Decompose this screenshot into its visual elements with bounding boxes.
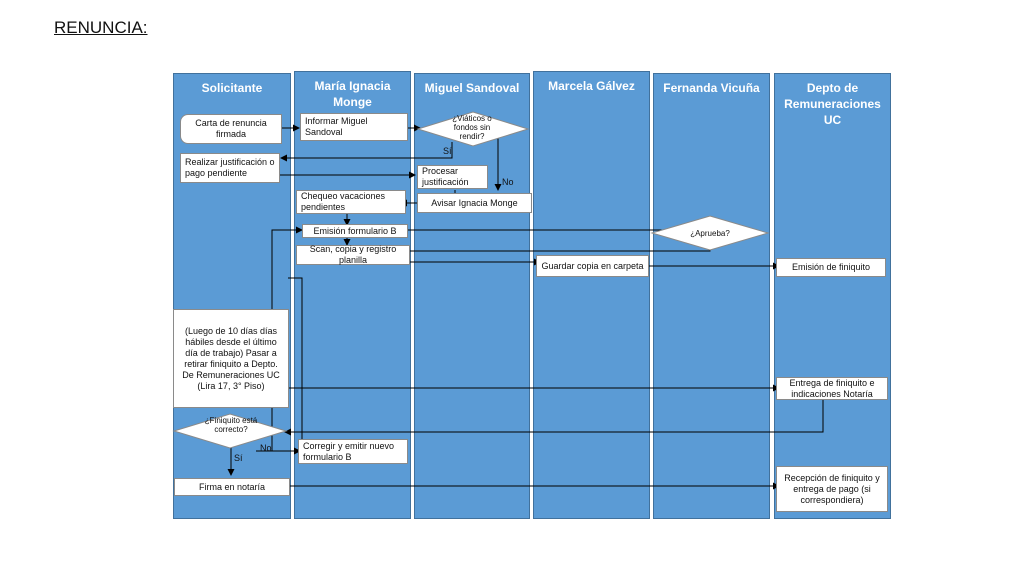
box-firma-notaria: Firma en notaría [174,478,290,496]
lane-fernanda-vicuna: Fernanda Vicuña [653,73,770,519]
box-emision-finiquito: Emisión de finiquito [776,258,886,277]
decision-finiquito [172,413,288,449]
lane-header: Miguel Sandoval [424,81,520,95]
decision-finiquito-text: ¿Finiquito está correcto? [204,416,258,434]
arrow-aprueba-scan [400,247,711,255]
box-emision-formulario-b: Emisión formulario B [302,224,408,238]
edge-label-si: Sí [443,146,452,156]
box-guardar-copia: Guardar copia en carpeta [536,255,649,277]
box-informar-miguel: Informar Miguel Sandoval [300,113,408,141]
lane-header: María Ignacia Monge [314,79,391,109]
lane-miguel-sandoval: Miguel Sandoval [414,73,530,519]
edge-label-no: No [260,443,272,453]
lane-header: Depto de Remuneraciones UC [784,81,881,127]
lane-depto-remuneraciones: Depto de Remuneraciones UC [774,73,891,519]
edge-label-no: No [502,177,514,187]
lane-marcela-galvez: Marcela Gálvez [533,71,650,519]
line-loop-outer [288,277,303,452]
decision-aprueba-text: ¿Aprueba? [690,229,730,238]
arrow-viaticos-si [280,142,453,162]
lane-header: Solicitante [201,81,263,95]
decision-viaticos [416,111,530,147]
decision-viaticos-text: ¿Viáticos o fondos sin rendir? [452,114,492,141]
edge-label-si: Sí [234,453,243,463]
box-scan-copia-registro: Scan, copia y registro planilla [296,244,410,265]
box-corregir-emitir: Corregir y emitir nuevo formulario B [298,439,408,464]
box-realizar-justificacion: Realizar justificación o pago pendiente [180,153,280,183]
arrow-entrega-finiquito-check [284,399,824,436]
page-title: RENUNCIA: [54,18,148,37]
lane-header: Fernanda Vicuña [663,81,760,95]
box-recepcion-finiquito: Recepción de finiquito y entrega de pago… [776,466,888,512]
box-carta-renuncia: Carta de renuncia firmada [180,114,282,144]
box-entrega-finiquito: Entrega de finiquito e indicaciones Nota… [776,377,888,400]
box-chequeo-vacaciones: Chequeo vacaciones pendientes [296,190,406,214]
box-procesar-justificacion: Procesar justificación [417,165,488,189]
lane-header: Marcela Gálvez [548,79,635,93]
box-avisar-ignacia: Avisar Ignacia Monge [417,193,532,213]
box-pasar-retirar-finiquito: (Luego de 10 días días hábiles desde el … [173,309,289,408]
decision-aprueba [650,215,770,251]
